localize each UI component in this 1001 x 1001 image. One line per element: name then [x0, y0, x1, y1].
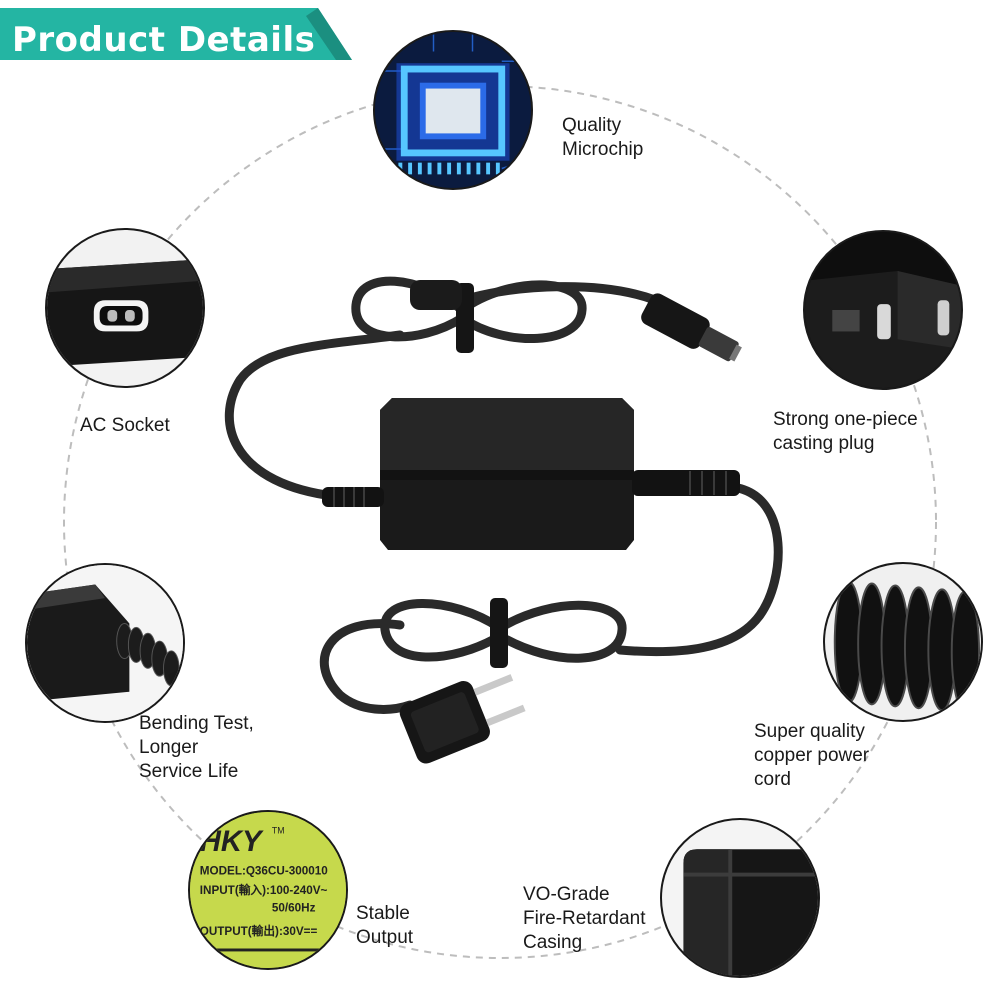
microchip-feature-circle	[373, 30, 533, 190]
copper-cord-label: Super quality copper power cord	[754, 721, 870, 790]
microchip-icon	[375, 32, 531, 188]
coiled-cord-icon	[825, 564, 981, 720]
casing-feature-circle	[660, 818, 820, 978]
copper-cord-feature-circle	[823, 562, 983, 722]
label-tm: TM	[272, 825, 285, 835]
stable-output-feature-circle: HKY TM MODEL:Q36CU-300010 INPUT(輸入):100-…	[188, 810, 348, 970]
page-title: Product Details	[12, 20, 316, 60]
label-frequency: 50/60Hz	[272, 901, 316, 914]
bend-relief-icon	[27, 565, 183, 721]
ac-socket-label: AC Socket	[80, 415, 170, 436]
bending-test-label: Bending Test, Longer Service Life	[139, 713, 254, 782]
bend-relief-feature-circle	[25, 563, 185, 723]
casing-corner-icon	[662, 820, 818, 976]
casing-label: VO-Grade Fire-Retardant Casing	[523, 884, 646, 953]
label-model: MODEL:Q36CU-300010	[200, 864, 328, 877]
label-input: INPUT(輸入):100-240V~	[200, 883, 328, 897]
microchip-label: Quality Microchip	[562, 115, 644, 160]
casting-plug-icon	[805, 232, 961, 388]
banner-shape	[0, 8, 352, 60]
header-banner: Product Details	[0, 8, 352, 60]
stable-output-label: Stable Output	[356, 903, 414, 948]
casting-plug-label: Strong one-piece casting plug	[773, 409, 918, 454]
casting-plug-feature-circle	[803, 230, 963, 390]
ac-socket-feature-circle	[45, 228, 205, 388]
ac-socket-icon	[47, 230, 203, 386]
rating-label-icon: HKY TM MODEL:Q36CU-300010 INPUT(輸入):100-…	[190, 812, 346, 968]
label-output: OUTPUT(輸出):30V==	[200, 924, 318, 938]
